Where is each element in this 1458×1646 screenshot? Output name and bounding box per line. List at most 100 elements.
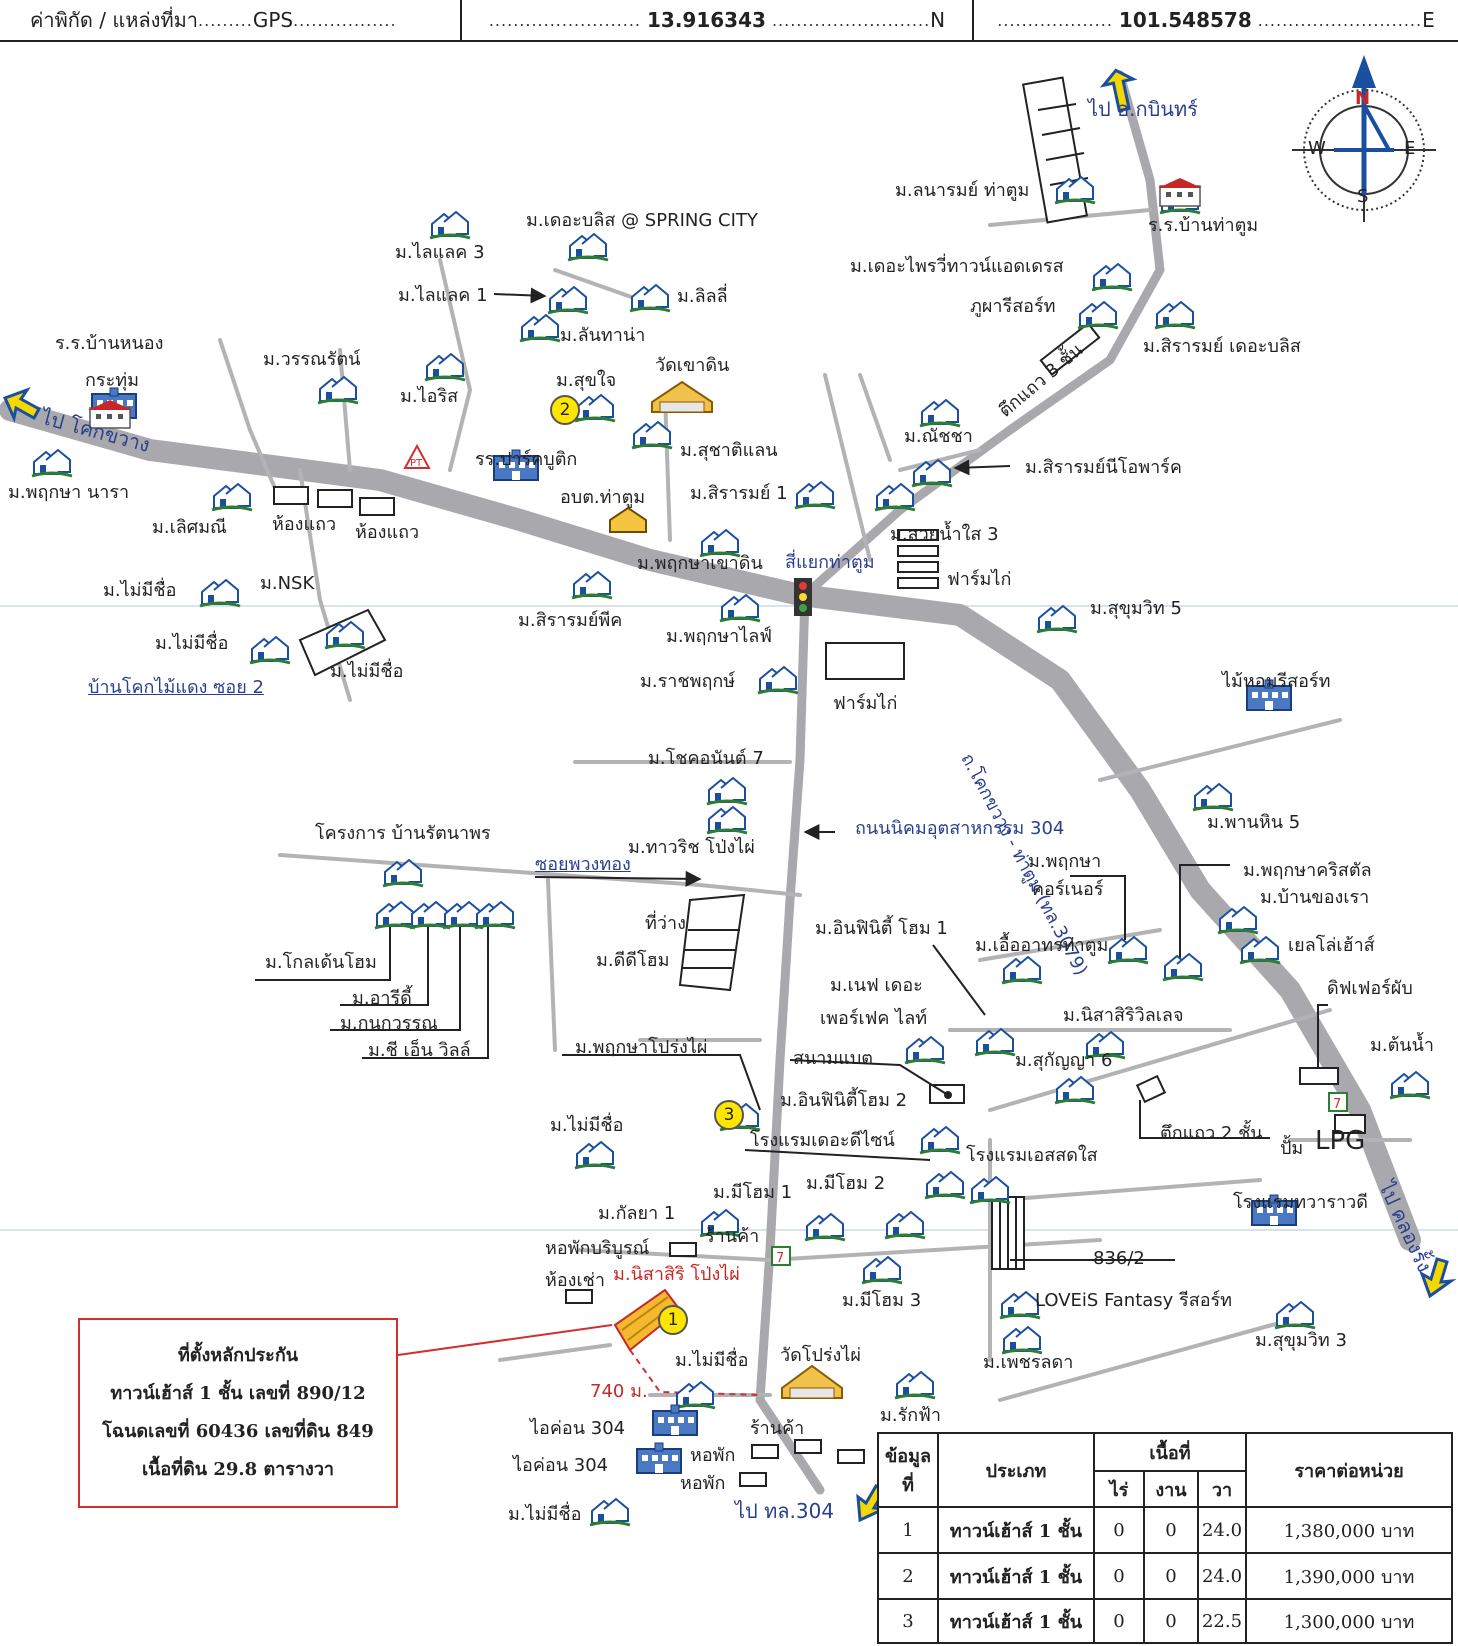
house-icon bbox=[629, 283, 671, 313]
minor-roads bbox=[218, 208, 1412, 1402]
place-label: ห้องแถว bbox=[272, 514, 337, 535]
house-icon bbox=[1054, 1075, 1096, 1105]
house-icon bbox=[1192, 782, 1234, 812]
place-label: ม.ลันทาน่า bbox=[560, 325, 646, 346]
house-icon bbox=[1274, 1300, 1316, 1330]
place-label: ร้านค้า bbox=[750, 1418, 805, 1439]
house-icon bbox=[424, 352, 466, 382]
place-label: ม.สุกัญญา 6 bbox=[1015, 1050, 1113, 1071]
place-label: ไม้หอมรีสอร์ท bbox=[1222, 671, 1331, 692]
house-icon bbox=[911, 458, 953, 488]
place-label: 836/2 bbox=[1093, 1248, 1145, 1269]
place-label: ม.NSK bbox=[260, 573, 315, 594]
place-label: ไอค่อน 304 bbox=[530, 1418, 626, 1439]
place-label: รร.ปาร์คบูติก bbox=[475, 449, 578, 470]
place-label: ที่ว่าง bbox=[645, 913, 686, 934]
collateral-legend: ที่ตั้งหลักประกัน ทาวน์เฮ้าส์ 1 ชั้น เลข… bbox=[78, 1318, 398, 1508]
place-label: ห้องเช่า bbox=[545, 1270, 605, 1291]
place-label: ม.ชี เอ็น วิลล์ bbox=[368, 1040, 471, 1061]
road-ban-khok: บ้านโคกไม้แดง ซอย 2 bbox=[88, 677, 264, 698]
place-label: ม.ดีดีโฮม bbox=[596, 950, 670, 971]
place-label: เพอร์เฟค ไลท์ bbox=[820, 1008, 928, 1029]
place-label: ม.รักฟ้า bbox=[880, 1405, 942, 1426]
place-label: ม.โกลเด้นโฮม bbox=[265, 952, 377, 973]
house-icon bbox=[317, 375, 359, 405]
place-label: เยลโล่เฮ้าส์ bbox=[1288, 935, 1375, 956]
place-label: ม.พฤกษา bbox=[1028, 851, 1102, 872]
compass-n: N bbox=[1355, 88, 1371, 109]
th-wa: วา bbox=[1197, 1470, 1247, 1508]
place-label: ห้องแถว bbox=[355, 522, 420, 543]
place-label: ม.สวยน้ำใส 3 bbox=[890, 524, 999, 545]
place-label: LOVEiS Fantasy รีสอร์ท bbox=[1035, 1290, 1233, 1311]
house-icon bbox=[804, 1212, 846, 1242]
house-icon bbox=[211, 482, 253, 512]
place-label: โครงการ บ้านรัตนาพร bbox=[315, 823, 491, 844]
compass-w: W bbox=[1308, 138, 1326, 159]
th-ngan: งาน bbox=[1143, 1470, 1199, 1508]
place-label: ม.ทาวริช โป่งไผ่ bbox=[628, 837, 755, 858]
seven-eleven-icon: 7 7 bbox=[771, 1092, 1348, 1266]
place-label: ม.อินฟินิตี้ โฮม 1 bbox=[815, 918, 948, 939]
place-label: ม.พฤกษาคริสตัล bbox=[1243, 860, 1372, 881]
th-area: เนื้อที่ bbox=[1093, 1432, 1247, 1472]
house-icon bbox=[919, 1125, 961, 1155]
place-label: ม.สิรารมย์พีค bbox=[518, 610, 623, 631]
house-icon bbox=[1084, 1030, 1126, 1060]
place-label: ไอค่อน 304 bbox=[513, 1455, 609, 1476]
subject-name: ม.นิสาสิริ โป่งไผ่ bbox=[613, 1264, 740, 1285]
house-icon bbox=[429, 210, 471, 240]
house-icon bbox=[1162, 952, 1204, 982]
house-icon bbox=[1091, 262, 1133, 292]
house-icon bbox=[382, 858, 424, 888]
house-icon bbox=[919, 398, 961, 428]
house-icon bbox=[719, 593, 761, 623]
place-label: ม.ไม่มีชื่อ bbox=[330, 661, 404, 682]
legend-line1: ที่ตั้งหลักประกัน bbox=[177, 1345, 299, 1366]
longitude-suffix: E bbox=[1422, 8, 1435, 32]
legend-line3: โฉนดเลขที่ 60436 เลขที่ดิน 849 bbox=[102, 1421, 374, 1442]
house-icon bbox=[757, 665, 799, 695]
coord-label: ค่าพิกัด / แหล่งที่มา bbox=[30, 8, 199, 32]
house-icon bbox=[374, 900, 416, 930]
place-label: โรงแรมทวาราวดี bbox=[1233, 1192, 1368, 1213]
house-icon bbox=[969, 1175, 1011, 1205]
road-soi-puang: ซอยพวงทอง bbox=[535, 854, 631, 875]
house-icon bbox=[1001, 955, 1043, 985]
place-label: ม.สิรารมย์นีโอพาร์ค bbox=[1025, 457, 1182, 478]
house-icon bbox=[674, 1380, 716, 1410]
house-icon bbox=[999, 1290, 1041, 1320]
house-icon bbox=[894, 1370, 936, 1400]
place-label: ม.มีโฮม 1 bbox=[713, 1182, 793, 1203]
longitude-value: 101.548578 bbox=[1118, 8, 1252, 32]
temple-icon bbox=[651, 380, 843, 1399]
place-label: ม.สิรารมย์ 1 bbox=[690, 483, 788, 504]
house-icon bbox=[1107, 935, 1149, 965]
place-label: สนามแบต bbox=[793, 1048, 873, 1069]
svg-text:PT: PT bbox=[410, 458, 423, 469]
place-label: ม.ไม่มีชื่อ bbox=[103, 580, 177, 601]
th-rai: ไร่ bbox=[1093, 1470, 1145, 1508]
place-label: ม.บ้านของเรา bbox=[1260, 887, 1370, 908]
place-label: ม.มีโฮม 3 bbox=[842, 1290, 922, 1311]
coord-source-cell: ค่าพิกัด / แหล่งที่มา ......... GPS ....… bbox=[0, 0, 462, 42]
government-office-icon bbox=[609, 506, 647, 533]
place-label: LPG bbox=[1315, 1126, 1366, 1156]
marker-3: 3 bbox=[714, 1100, 744, 1130]
th-price: ราคาต่อหน่วย bbox=[1245, 1432, 1453, 1508]
place-label: ม.สุขุมวิท 3 bbox=[1255, 1330, 1347, 1351]
house-icon bbox=[1217, 905, 1259, 935]
building-blocks bbox=[273, 76, 1366, 1487]
house-icon bbox=[249, 635, 291, 665]
building-icon bbox=[1251, 1194, 1297, 1226]
place-label: ม.ลิลลี่ bbox=[677, 286, 728, 307]
svg-text:7: 7 bbox=[776, 1251, 784, 1266]
table-row: 2 ทาวน์เฮ้าส์ 1 ชั้น 0 0 24.0 1,390,000 … bbox=[877, 1552, 1453, 1600]
place-label: โรงแรมเดอะดีไซน์ bbox=[750, 1130, 895, 1151]
house-icon bbox=[31, 448, 73, 478]
place-label: ม.สุขใจ bbox=[556, 370, 617, 391]
place-label: ภูผารีสอร์ท bbox=[970, 296, 1056, 317]
place-label: ม.สุชาติแลน bbox=[680, 440, 778, 461]
coord-source: GPS bbox=[252, 8, 294, 32]
